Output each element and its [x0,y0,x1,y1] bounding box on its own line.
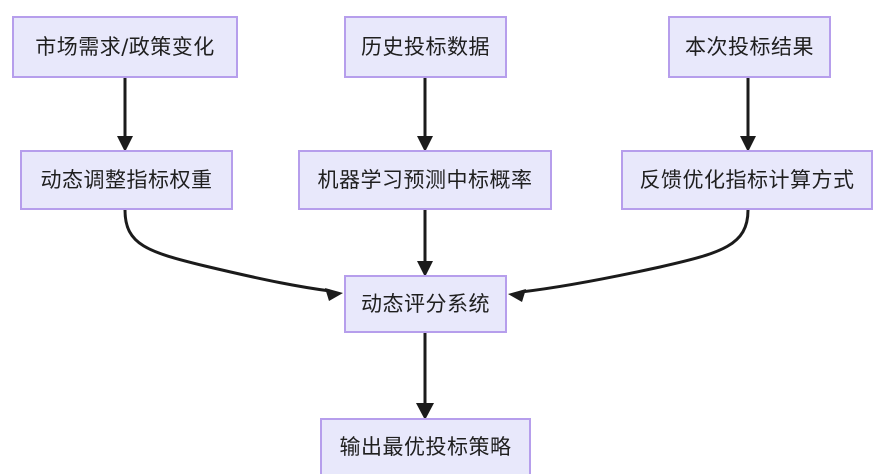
node-feedback-optimize-metric[interactable]: 反馈优化指标计算方式 [621,150,873,210]
node-label: 动态调整指标权重 [40,167,213,192]
arrowhead-icon [740,136,756,152]
edge-weights-to-scoring [123,209,343,301]
edge-scoring-to-output [416,333,434,420]
arrowhead-icon [117,136,133,152]
node-label: 市场需求/政策变化 [35,34,215,59]
node-dynamic-scoring-system[interactable]: 动态评分系统 [344,275,507,333]
edge-feedback-to-scoring [508,209,750,302]
node-market-policy[interactable]: 市场需求/政策变化 [12,16,238,78]
edge-ml-to-scoring [417,210,433,277]
node-current-bid-result[interactable]: 本次投标结果 [668,16,831,78]
arrowhead-icon [417,261,433,277]
node-label: 动态评分系统 [361,291,490,316]
arrowhead-icon [416,403,434,420]
node-dynamic-weight-adjust[interactable]: 动态调整指标权重 [20,150,233,210]
node-label: 反馈优化指标计算方式 [639,167,855,192]
arrowhead-icon [325,288,343,301]
node-ml-win-probability[interactable]: 机器学习预测中标概率 [298,150,552,210]
node-historical-bid-data[interactable]: 历史投标数据 [344,16,507,78]
node-label: 机器学习预测中标概率 [317,167,533,192]
node-label: 历史投标数据 [361,34,490,59]
edge-history-to-ml [417,78,433,152]
arrowhead-icon [417,136,433,152]
node-output-optimal-strategy[interactable]: 输出最优投标策略 [320,418,531,474]
node-label: 输出最优投标策略 [339,434,512,459]
arrowhead-icon [508,289,526,302]
node-label: 本次投标结果 [685,34,814,59]
edge-result-to-feedback [740,78,756,152]
edge-market-to-weights [117,78,133,152]
